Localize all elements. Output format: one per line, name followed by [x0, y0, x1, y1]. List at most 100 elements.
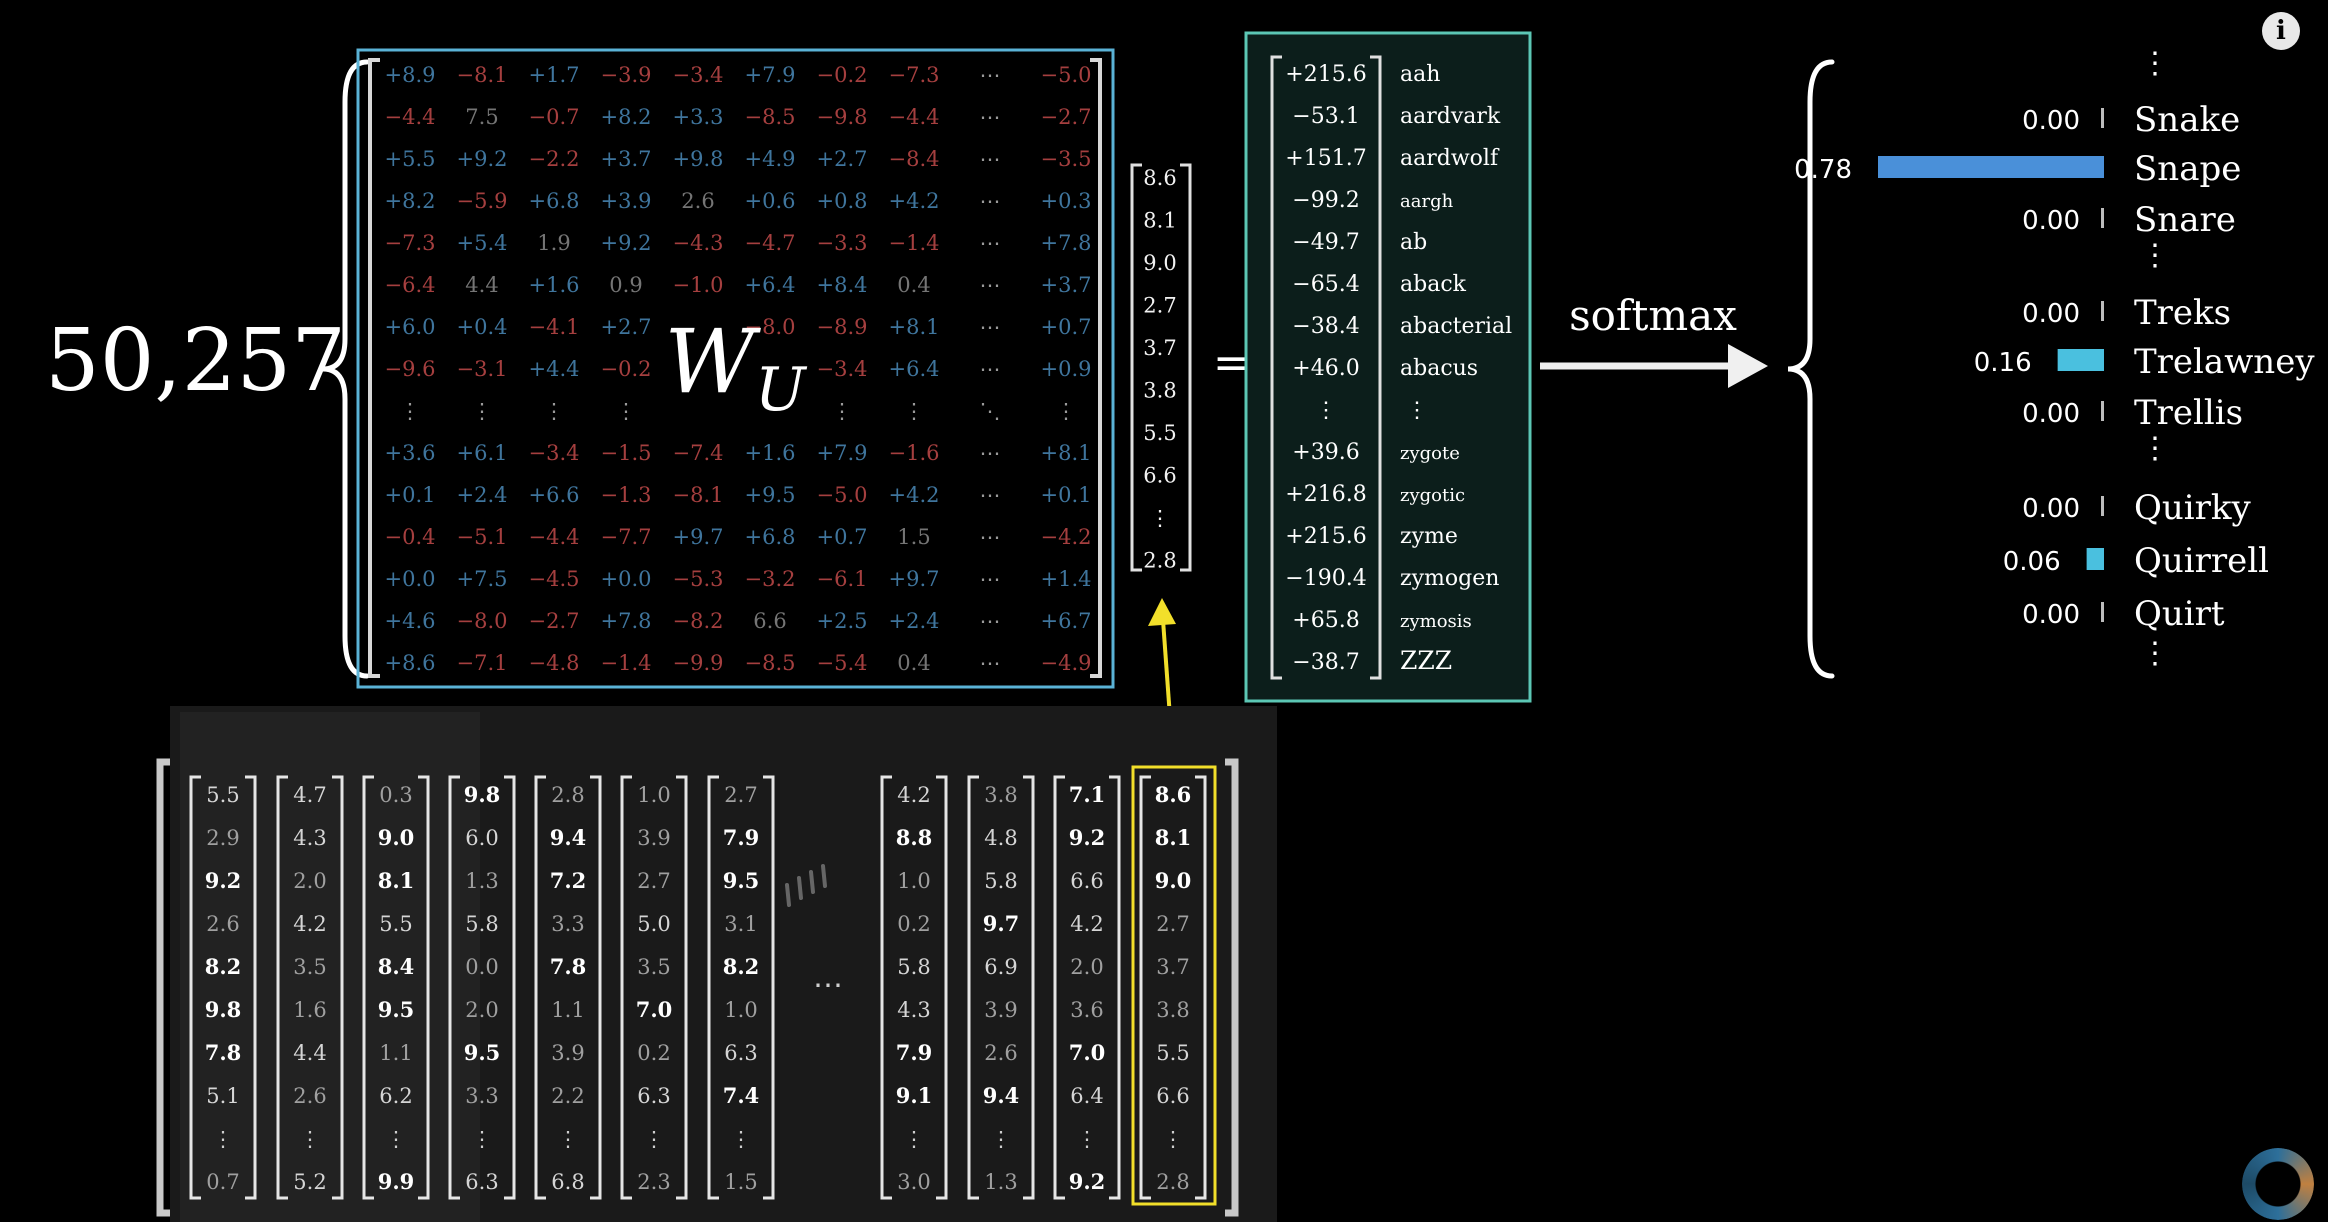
matrix-cell: −9.9 — [673, 651, 724, 675]
logit-token: aah — [1400, 62, 1440, 87]
logit-value: +65.8 — [1292, 608, 1359, 633]
matrix-cell: −4.7 — [745, 231, 796, 255]
embedding-entry: 3.1 — [724, 912, 757, 936]
embedding-entry: 2.7 — [724, 783, 757, 807]
matrix-cell: +5.4 — [457, 231, 508, 255]
logit-token: aback — [1400, 272, 1467, 297]
embedding-entry: 2.7 — [637, 869, 670, 893]
fading-column-mark — [785, 883, 791, 907]
matrix-cell: +0.7 — [1041, 315, 1092, 339]
matrix-cell: −0.4 — [385, 525, 436, 549]
embedding-entry: 1.0 — [724, 998, 757, 1022]
embedding-entry: ⋮ — [904, 1127, 925, 1151]
matrix-cell: +9.7 — [673, 525, 724, 549]
embedding-entry: 1.5 — [724, 1170, 757, 1194]
embedding-entry: 7.9 — [896, 1040, 933, 1065]
embedding-column-left-bracket — [276, 775, 288, 1200]
logit-value: +215.6 — [1285, 62, 1366, 87]
embedding-entry: 2.8 — [1156, 1170, 1189, 1194]
matrix-cell: +2.7 — [601, 315, 652, 339]
vector-entry: 3.7 — [1143, 336, 1176, 360]
matrix-cell: +8.6 — [385, 651, 436, 675]
matrix-cell: ⋯ — [980, 483, 1001, 507]
matrix-cell: 1.9 — [537, 231, 570, 255]
probability-word: Snape — [2134, 149, 2241, 189]
embedding-entry: 0.0 — [465, 955, 498, 979]
embedding-entry: 9.5 — [378, 997, 415, 1022]
probability-value: 0.00 — [2022, 494, 2080, 524]
probability-value: 0.00 — [2022, 206, 2080, 236]
probability-value: 0.06 — [2003, 547, 2061, 577]
vector-entry: 2.8 — [1143, 549, 1176, 573]
matrix-cell: +2.7 — [817, 147, 868, 171]
vector-entry: 8.1 — [1143, 209, 1176, 233]
logit-value: +151.7 — [1285, 146, 1366, 171]
vector-right-bracket — [1180, 163, 1192, 572]
embedding-entry: 5.8 — [465, 912, 498, 936]
matrix-cell: −5.0 — [817, 483, 868, 507]
matrix-cell: +3.7 — [601, 147, 652, 171]
embedding-entry: 9.0 — [378, 825, 415, 850]
embedding-entry: 6.0 — [465, 826, 498, 850]
matrix-cell: +9.7 — [889, 567, 940, 591]
embedding-entry: 4.2 — [897, 783, 930, 807]
vocab-brace — [322, 59, 370, 679]
logit-token: zymosis — [1400, 611, 1472, 632]
matrix-cell: ⋯ — [980, 441, 1001, 465]
embedding-entry: 9.4 — [550, 825, 587, 850]
matrix-cell: +6.8 — [745, 525, 796, 549]
matrix-cell: −4.4 — [889, 105, 940, 129]
embedding-entry: ⋮ — [991, 1127, 1012, 1151]
probability-bar — [1878, 156, 2104, 178]
matrix-cell: +2.4 — [457, 483, 508, 507]
probability-bar — [2086, 548, 2104, 570]
matrix-cell: ⋮ — [904, 399, 925, 423]
matrix-cell: +0.0 — [385, 567, 436, 591]
matrix-cell: −5.9 — [457, 189, 508, 213]
logit-value: +46.0 — [1292, 356, 1359, 381]
matrix-cell: −8.5 — [745, 651, 796, 675]
embedding-entry: 3.9 — [637, 826, 670, 850]
embedding-column-right-bracket — [504, 775, 516, 1200]
embedding-column-left-bracket — [880, 775, 892, 1200]
logit-value: −38.4 — [1292, 314, 1359, 339]
logit-token: ⋮ — [1406, 398, 1428, 423]
vector-entry: 6.6 — [1143, 464, 1176, 488]
embedding-entry: 3.9 — [551, 1041, 584, 1065]
embedding-entry: 9.8 — [205, 997, 242, 1022]
embedding-entry: ⋮ — [1077, 1127, 1098, 1151]
embedding-column-right-bracket — [1023, 775, 1035, 1200]
matrix-cell: ⋮ — [544, 399, 565, 423]
embedding-column-right-bracket — [1109, 775, 1121, 1200]
probability-word: Quirky — [2134, 488, 2252, 528]
matrix-cell: +9.8 — [673, 147, 724, 171]
matrix-cell: −7.1 — [457, 651, 508, 675]
embedding-entry: 5.2 — [293, 1170, 326, 1194]
matrix-cell: ⋮ — [400, 399, 421, 423]
embedding-entry: 9.5 — [723, 868, 760, 893]
vector-entry: 5.5 — [1143, 421, 1176, 445]
matrix-cell: −1.0 — [673, 273, 724, 297]
matrix-cell: ⋯ — [980, 273, 1001, 297]
embedding-entry: 3.3 — [465, 1084, 498, 1108]
embedding-column-left-bracket — [189, 775, 201, 1200]
matrix-cell: ⋯ — [980, 231, 1001, 255]
vector-entry: 2.7 — [1143, 294, 1176, 318]
embedding-entry: 9.4 — [983, 1083, 1020, 1108]
logit-token: abacterial — [1400, 314, 1512, 339]
embedding-entry: 3.8 — [1156, 998, 1189, 1022]
embedding-entry: 8.1 — [1155, 825, 1192, 850]
matrix-cell: +0.9 — [1041, 357, 1092, 381]
embedding-entry: 1.3 — [984, 1170, 1017, 1194]
embedding-entry: 3.3 — [551, 912, 584, 936]
embedding-entry: 6.4 — [1070, 1084, 1103, 1108]
embedding-entry: 2.8 — [551, 783, 584, 807]
matrix-cell: +2.4 — [889, 609, 940, 633]
embedding-entry: 2.0 — [465, 998, 498, 1022]
matrix-cell: +4.2 — [889, 483, 940, 507]
info-icon[interactable]: i — [2262, 12, 2300, 50]
fading-column-mark — [797, 876, 803, 900]
highlight-arrow-head — [1148, 598, 1176, 626]
matrix-cell: ⋯ — [980, 63, 1001, 87]
